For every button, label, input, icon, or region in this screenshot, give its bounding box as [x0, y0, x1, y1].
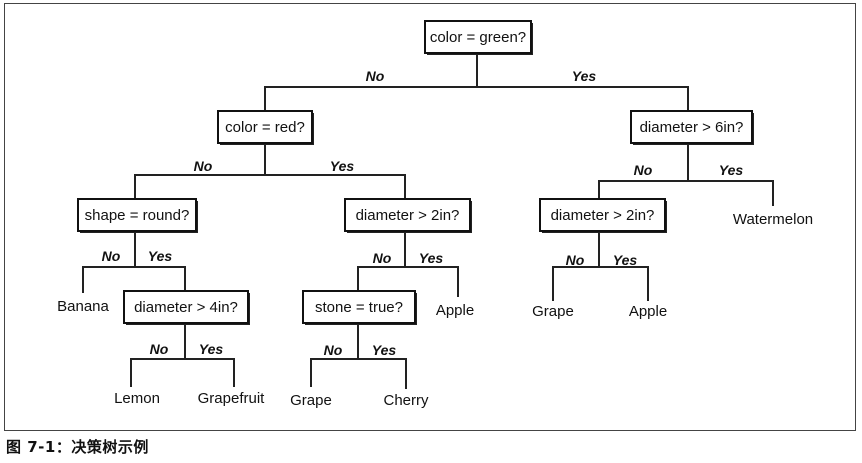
tree-edges	[82, 53, 774, 389]
branch-label-no: No	[194, 158, 213, 174]
node-box	[424, 20, 532, 54]
decision-node: diameter > 2in?	[539, 198, 667, 233]
branch-label-yes: Yes	[330, 158, 355, 174]
edge-line	[598, 180, 774, 206]
decision-question: color = green?	[430, 29, 526, 46]
leaf-label: Banana	[57, 298, 109, 315]
decision-boxes: color = green? color = red? diameter > 6in…	[77, 20, 754, 325]
branch-label-yes: Yes	[419, 250, 444, 266]
edge-line	[310, 358, 407, 389]
leaf-label: Lemon	[114, 390, 160, 407]
node-box	[302, 290, 416, 324]
branch-label-no: No	[102, 248, 121, 264]
decision-node: stone = true?	[302, 290, 417, 325]
node-box	[123, 290, 249, 324]
decision-question: diameter > 4in?	[134, 299, 238, 316]
leaf-label: Apple	[629, 303, 667, 320]
decision-question: stone = true?	[315, 299, 403, 316]
leaf-label: Grape	[532, 303, 574, 320]
decision-question: shape = round?	[85, 207, 190, 224]
decision-node: color = green?	[424, 20, 533, 55]
branch-label-no: No	[150, 341, 169, 357]
edge-line	[264, 86, 689, 111]
branch-label-no: No	[366, 68, 385, 84]
node-box	[539, 198, 666, 232]
decision-node: diameter > 4in?	[123, 290, 250, 325]
leaf-label: Grape	[290, 392, 332, 409]
decision-node: shape = round?	[77, 198, 198, 233]
edge-line	[134, 174, 406, 199]
decision-node: color = red?	[217, 110, 314, 145]
node-box	[217, 110, 313, 144]
node-box	[77, 198, 197, 232]
decision-node: diameter > 2in?	[344, 198, 472, 233]
branch-label-yes: Yes	[613, 252, 638, 268]
leaf-label: Cherry	[383, 392, 429, 409]
leaf-label: Watermelon	[733, 211, 813, 228]
branch-label-yes: Yes	[199, 341, 224, 357]
branch-label-no: No	[566, 252, 585, 268]
edge-line	[130, 358, 235, 387]
decision-question: diameter > 2in?	[551, 207, 655, 224]
branch-label-no: No	[324, 342, 343, 358]
edge-line	[552, 266, 649, 301]
leaf-label: Apple	[436, 302, 474, 319]
node-box	[630, 110, 753, 144]
node-box	[344, 198, 471, 232]
decision-node: diameter > 6in?	[630, 110, 754, 145]
branch-label-no: No	[373, 250, 392, 266]
decision-question: diameter > 6in?	[640, 119, 744, 136]
branch-label-yes: Yes	[148, 248, 173, 264]
branch-label-yes: Yes	[572, 68, 597, 84]
decision-question: color = red?	[225, 119, 305, 136]
leaf-label: Grapefruit	[198, 390, 266, 407]
branch-label-yes: Yes	[372, 342, 397, 358]
edge-line	[82, 266, 186, 293]
edge-line	[357, 266, 459, 297]
branch-label-no: No	[634, 162, 653, 178]
decision-tree-diagram: color = green? color = red? diameter > 6in…	[57, 20, 813, 409]
decision-question: diameter > 2in?	[356, 207, 460, 224]
branch-label-yes: Yes	[719, 162, 744, 178]
figure-frame: color = green? color = red? diameter > 6in…	[4, 3, 856, 431]
figure-caption: 图 7-1：决策树示例	[6, 438, 149, 456]
